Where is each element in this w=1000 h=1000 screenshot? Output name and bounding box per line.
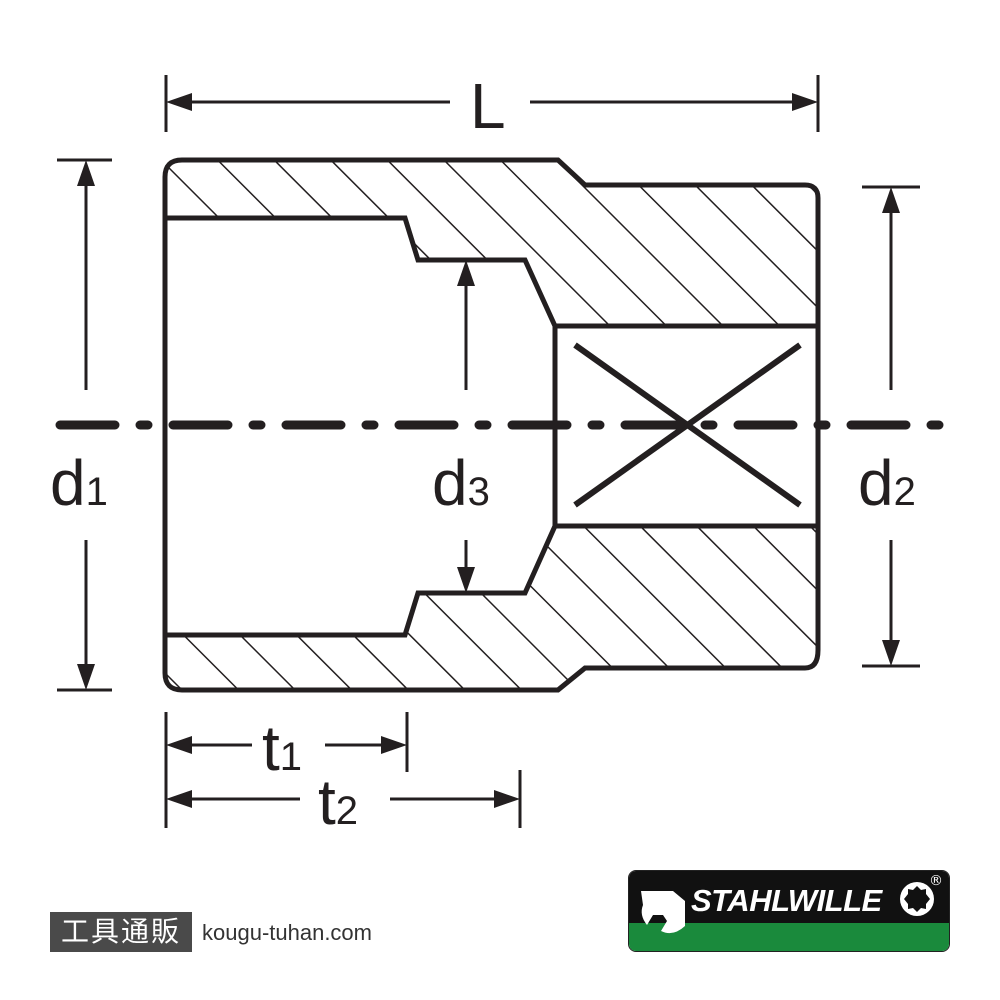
dimension-L: L [164, 70, 820, 142]
drive-cross-line-b [573, 342, 802, 508]
label-d3-main: d [432, 447, 468, 519]
label-t1-main: t [262, 712, 280, 784]
svg-text:d1: d1 [50, 447, 108, 519]
label-d1-main: d [50, 447, 86, 519]
logo-brand-text: STAHLWILLE [691, 883, 882, 918]
lower-wall-section [162, 523, 821, 693]
svg-text:d2: d2 [858, 447, 916, 519]
dimension-d2: d2 [858, 185, 920, 668]
stahlwille-logo: STAHLWILLE ® [628, 870, 950, 952]
socket-body [162, 157, 821, 693]
dimension-t1: t1 [164, 712, 409, 828]
registered-mark: ® [929, 873, 943, 889]
shop-name-badge: 工具通販 [50, 912, 192, 952]
label-d3-sub: 3 [468, 470, 490, 514]
label-d1-sub: 1 [86, 470, 108, 514]
label-d2-main: d [858, 447, 894, 519]
label-t1-sub: 1 [280, 735, 302, 779]
dimension-d3: d3 [432, 260, 490, 593]
twelve-point-socket-icon [900, 882, 934, 916]
shop-url: kougu-tuhan.com [202, 920, 372, 945]
upper-wall-section [162, 157, 821, 329]
svg-text:t1: t1 [262, 712, 302, 784]
svg-text:d3: d3 [432, 447, 490, 519]
label-t2-sub: 2 [336, 789, 358, 833]
label-L: L [470, 70, 506, 142]
dimension-d1: d1 [50, 158, 112, 692]
dimension-t2: t2 [166, 766, 522, 838]
label-t2-main: t [318, 766, 336, 838]
wrench-icon [641, 891, 685, 934]
label-d2-sub: 2 [894, 470, 916, 514]
svg-text:t2: t2 [318, 766, 358, 838]
